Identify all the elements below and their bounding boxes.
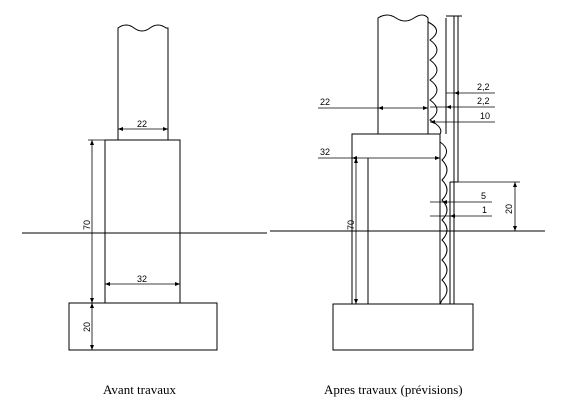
after-dim-22-label: 22	[320, 97, 330, 107]
before-footing	[68, 302, 218, 351]
after-drawing: 22 32 70 2,2 2,2 10 5 1 20 Apres t	[270, 14, 545, 397]
after-dim-22-arrows	[378, 106, 428, 110]
before-drawing: 22 70 32 20 Avant travaux	[22, 24, 267, 397]
before-dim-70-label: 70	[82, 220, 92, 230]
after-upper-insulation	[427, 21, 442, 135]
before-post	[104, 139, 181, 304]
after-upper-wall	[377, 14, 429, 135]
after-lower-insulation	[439, 141, 448, 305]
after-dim-insul-b-label: 2,2	[477, 96, 490, 106]
before-dim-32-label: 32	[137, 274, 147, 284]
after-dim-insul-a-arrow	[454, 91, 459, 95]
after-dim-insul-c-arrow	[430, 120, 435, 124]
after-dim-step-b-label: 1	[482, 205, 487, 215]
after-post	[351, 133, 441, 305]
after-dim-32-label: 32	[320, 147, 330, 157]
after-dim-70-label: 70	[346, 220, 356, 230]
after-dim-step-a-arrow	[442, 200, 447, 204]
before-caption: Avant travaux	[103, 382, 177, 397]
after-dim-20-label: 20	[504, 204, 514, 214]
before-dim-22-arrows	[118, 127, 168, 131]
after-dim-20-arrows	[513, 182, 517, 231]
before-dim-20-label: 20	[82, 322, 92, 332]
after-dim-step-b-arrow	[450, 214, 455, 218]
after-dim-insul-a-label: 2,2	[477, 82, 490, 92]
before-upper-wall	[117, 24, 169, 141]
after-caption: Apres travaux (prévisions)	[324, 382, 463, 397]
after-footing	[332, 303, 474, 351]
before-dim-20-arrows	[90, 303, 94, 350]
after-dim-insul-c-label: 10	[480, 111, 490, 121]
after-dim-insul-b-arrow	[446, 105, 451, 109]
before-dim-22-label: 22	[137, 119, 147, 129]
after-dim-step-a-label: 5	[481, 191, 486, 201]
